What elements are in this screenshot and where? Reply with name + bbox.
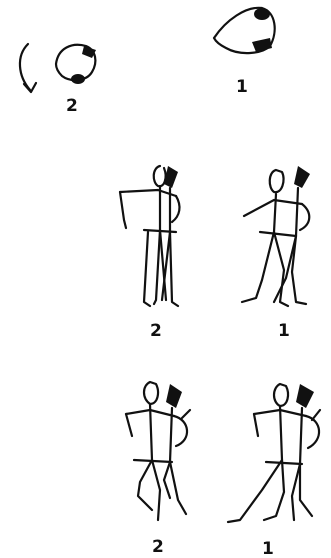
rotation-arrow — [20, 44, 36, 92]
figure-pair-2-standing — [120, 166, 179, 306]
figure-pair-1-walking — [242, 166, 310, 306]
figure-pair-2-stepping — [126, 382, 190, 520]
label-bot-left: 2 — [152, 537, 164, 557]
label-bot-right: 1 — [262, 539, 274, 558]
overhead-dancer-2 — [56, 45, 96, 84]
label-top-right: 1 — [236, 77, 248, 97]
label-mid-left: 2 — [150, 321, 162, 341]
label-top-left: 2 — [66, 96, 78, 116]
overhead-dancer-1 — [214, 8, 275, 53]
label-mid-right: 1 — [278, 321, 290, 341]
figure-pair-1-stepping — [228, 384, 320, 522]
